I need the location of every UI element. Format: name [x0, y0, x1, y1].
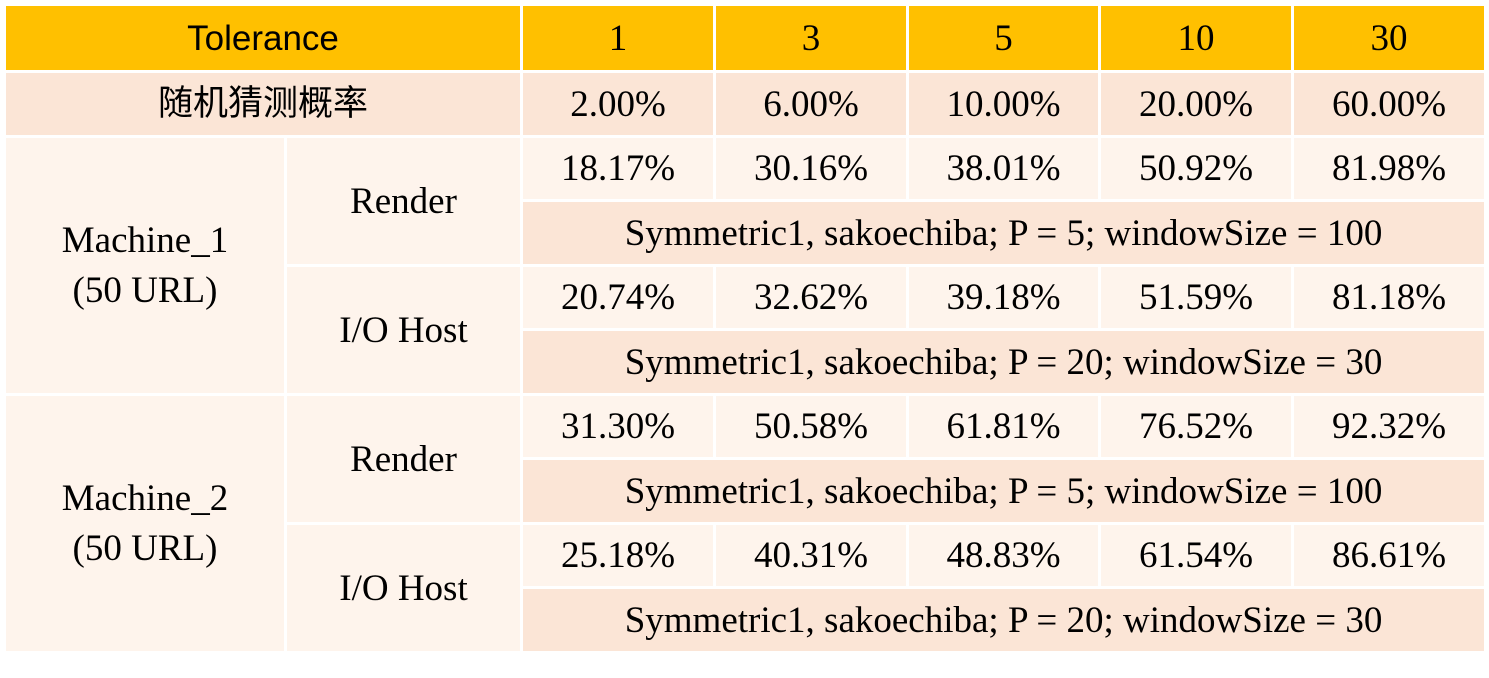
tolerance-header-cell: 30 [1291, 3, 1488, 73]
params-cell: Symmetric1, sakoechiba; P = 5; windowSiz… [520, 457, 1488, 525]
accuracy-cell: 48.83% [906, 522, 1102, 589]
channel-name: Render [283, 393, 524, 525]
accuracy-cell: 81.98% [1291, 135, 1488, 202]
accuracy-cell: 38.01% [906, 135, 1102, 202]
params-cell: Symmetric1, sakoechiba; P = 20; windowSi… [520, 586, 1488, 654]
tolerance-header-cell: 3 [713, 3, 910, 73]
machine-name: Machine_2 [61, 477, 229, 519]
table-row: Machine_2 (50 URL) Render 31.30% 50.58% … [3, 393, 1488, 654]
header-row: Tolerance 1 3 5 10 30 [2, 3, 1488, 73]
accuracy-cell: 92.32% [1291, 393, 1488, 460]
accuracy-cell: 51.59% [1098, 264, 1295, 331]
machine-2-cell: Machine_2 (50 URL) [3, 393, 287, 654]
accuracy-cell: 40.31% [713, 522, 910, 589]
channel-name: Render [283, 135, 524, 267]
table-row: Symmetric1, sakoechiba; P = 20; windowSi… [5, 328, 1488, 396]
channel-name: I/O Host [283, 522, 524, 654]
random-guess-cell: 2.00% [520, 70, 717, 138]
tolerance-header-cell: 5 [906, 3, 1102, 73]
table-row: Symmetric1, sakoechiba; P = 20; windowSi… [5, 586, 1488, 654]
accuracy-cell: 32.62% [713, 264, 910, 331]
params-cell: Symmetric1, sakoechiba; P = 5; windowSiz… [520, 199, 1488, 267]
results-table: Tolerance 1 3 5 10 30 随机猜测概率 2.00% 6.00%… [2, 3, 1488, 654]
accuracy-cell: 50.58% [713, 393, 910, 460]
tolerance-header-cell: 1 [520, 3, 717, 73]
random-guess-cell: 20.00% [1098, 70, 1295, 138]
random-guess-cell: 60.00% [1291, 70, 1488, 138]
table-row: I/O Host 20.74% 32.62% 39.18% 51.59% 81.… [5, 264, 1488, 396]
random-guess-label: 随机猜测概率 [2, 70, 524, 138]
accuracy-cell: 25.18% [520, 522, 717, 589]
table-row: Symmetric1, sakoechiba; P = 5; windowSiz… [5, 199, 1488, 267]
accuracy-cell: 20.74% [520, 264, 717, 331]
accuracy-cell: 61.81% [906, 393, 1102, 460]
random-guess-cell: 10.00% [906, 70, 1102, 138]
tolerance-header-cell: 10 [1098, 3, 1295, 73]
accuracy-cell: 81.18% [1291, 264, 1488, 331]
accuracy-cell: 30.16% [713, 135, 910, 202]
machine-sample: (50 URL) [72, 527, 218, 569]
params-cell: Symmetric1, sakoechiba; P = 20; windowSi… [520, 328, 1488, 396]
accuracy-cell: 18.17% [520, 135, 717, 202]
accuracy-cell: 50.92% [1098, 135, 1295, 202]
machine-sample: (50 URL) [72, 269, 218, 311]
accuracy-cell: 31.30% [520, 393, 717, 460]
tolerance-label: Tolerance [2, 3, 524, 73]
accuracy-cell: 61.54% [1098, 522, 1295, 589]
table-row: Symmetric1, sakoechiba; P = 5; windowSiz… [5, 457, 1488, 525]
machine-name: Machine_1 [61, 219, 229, 261]
accuracy-cell: 86.61% [1291, 522, 1488, 589]
random-guess-row: 随机猜测概率 2.00% 6.00% 10.00% 20.00% 60.00% [2, 70, 1488, 138]
table-row: Machine_1 (50 URL) Render 18.17% 30.16% … [3, 135, 1488, 396]
machine-1-cell: Machine_1 (50 URL) [3, 135, 287, 396]
accuracy-cell: 76.52% [1098, 393, 1295, 460]
random-guess-cell: 6.00% [713, 70, 910, 138]
accuracy-cell: 39.18% [906, 264, 1102, 331]
table-row: I/O Host 25.18% 40.31% 48.83% 61.54% 86.… [5, 522, 1488, 654]
channel-name: I/O Host [283, 264, 524, 396]
